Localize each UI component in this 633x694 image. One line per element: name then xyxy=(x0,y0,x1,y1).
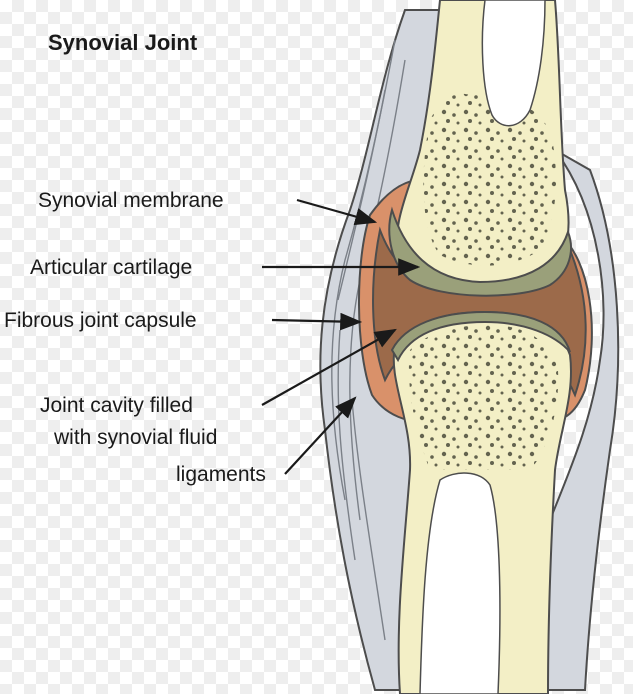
label-ligaments: ligaments xyxy=(176,463,266,486)
fibrous-capsule-right xyxy=(543,149,620,691)
arrow-synovial-membrane xyxy=(296,198,378,226)
diagram-title: Synovial Joint xyxy=(48,30,198,55)
arrow-joint-cavity xyxy=(261,328,397,406)
lower-cartilage xyxy=(390,310,571,363)
arrow-fibrous-capsule xyxy=(271,312,363,331)
lower-marrow xyxy=(419,472,501,694)
upper-bone-dots xyxy=(423,93,556,266)
leader-arrows xyxy=(261,198,421,475)
label-synovial-membrane: Synovial membrane xyxy=(38,189,224,212)
label-articular-cartilage: Articular cartilage xyxy=(30,256,193,279)
lower-bone-dots xyxy=(408,325,559,470)
upper-marrow xyxy=(481,0,546,127)
label-fibrous-joint-capsule: Fibrous joint capsule xyxy=(4,309,197,332)
label-joint-cavity-line1: Joint cavity filled xyxy=(40,394,193,417)
arrow-ligaments xyxy=(284,396,357,475)
upper-cartilage xyxy=(388,206,572,297)
label-joint-cavity-line2: with synovial fluid xyxy=(54,426,218,449)
